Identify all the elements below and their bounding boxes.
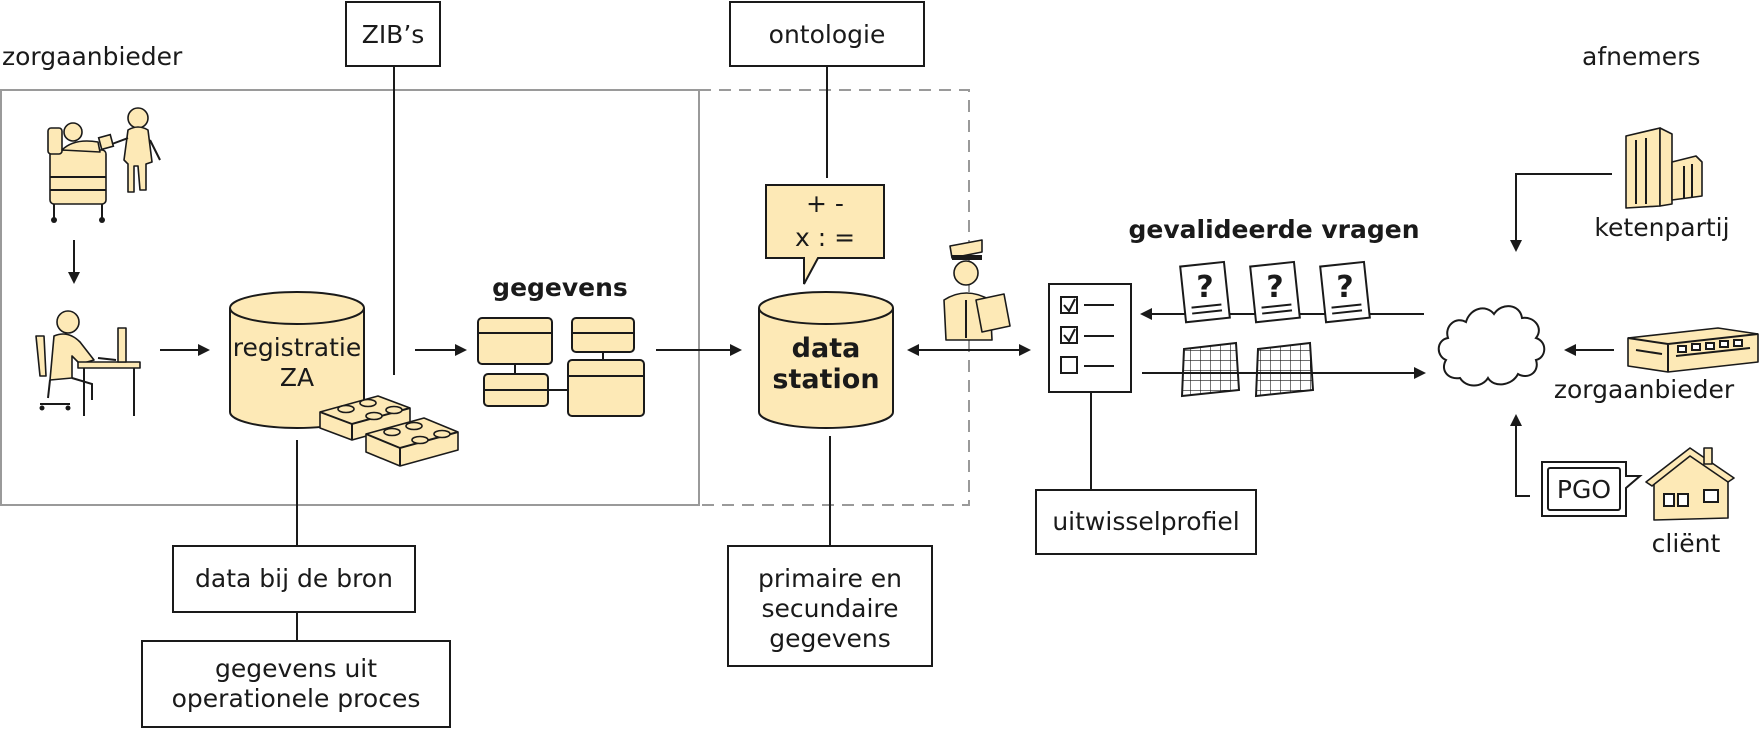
ontologie-box: [729, 1, 925, 67]
patient-bed-icon: [47, 122, 107, 223]
data-station-label-2: station: [772, 364, 879, 395]
gegevens-tables: [477, 317, 645, 417]
client-arrow: [1510, 414, 1530, 497]
office-worker-icon: [35, 310, 141, 416]
gegevens-label: gegevens: [769, 624, 891, 653]
police-officer-icon: [943, 239, 1011, 341]
afnemers-label: afnemers: [1582, 42, 1700, 71]
question-mark-3: ?: [1336, 270, 1353, 305]
primaire-label: primaire en: [758, 564, 902, 593]
gegevens-uit-proces-box: [141, 640, 451, 728]
data-station-frame: [698, 89, 970, 506]
data-station-database: [758, 291, 894, 429]
za-label: ZA: [280, 363, 314, 392]
data-bij-de-bron-label: data bij de bron: [195, 564, 393, 593]
calc-line-1: + -: [806, 189, 844, 218]
gegevens-title: gegevens: [492, 273, 628, 302]
data-station-label-1: data: [792, 333, 861, 364]
uitwisselprofiel-box: [1035, 489, 1257, 555]
question-mark-1: ?: [1196, 270, 1213, 305]
zorgaanbieder-right-label: zorgaanbieder: [1554, 375, 1735, 404]
pgo-bubble: [1541, 461, 1643, 517]
lego-brick-icon: [365, 417, 459, 467]
question-document-icon: [1319, 260, 1371, 324]
zorgaanbieder-left-label: zorgaanbieder: [2, 42, 183, 71]
zibs-label: ZIB’s: [362, 20, 425, 49]
secundaire-label: secundaire: [761, 594, 898, 623]
data-grid-icon: [1254, 341, 1315, 398]
uitwisselprofiel-label: uitwisselprofiel: [1052, 507, 1239, 536]
office-building-icon: [1625, 127, 1703, 209]
pgo-label: PGO: [1557, 475, 1611, 504]
client-label: cliënt: [1652, 529, 1721, 558]
registratie-za-database: [229, 291, 365, 429]
primaire-gegevens-box: [727, 545, 933, 667]
question-document-icon: [1179, 260, 1231, 324]
ketenpartij-arrow: [1510, 173, 1612, 252]
ontologie-label: ontologie: [769, 20, 886, 49]
question-document-icon: [1249, 260, 1301, 324]
checklist-icon: [1048, 283, 1132, 393]
nurse-icon: [97, 107, 161, 193]
data-bij-de-bron-box: [172, 545, 416, 613]
hospital-building-icon: [1627, 327, 1759, 373]
gevalideerde-vragen-title: gevalideerde vragen: [1129, 215, 1420, 244]
ketenpartij-label: ketenpartij: [1594, 213, 1729, 242]
gegevens-uit-label: gegevens uit: [215, 654, 377, 683]
question-mark-2: ?: [1266, 270, 1283, 305]
operationele-proces-label: operationele proces: [172, 684, 421, 713]
cloud-icon: [1437, 305, 1546, 387]
calculation-bubble: [765, 184, 885, 285]
zibs-box: [345, 1, 441, 67]
calc-line-2: x : =: [795, 223, 855, 252]
house-icon: [1645, 447, 1735, 521]
registratie-label: registratie: [233, 333, 361, 362]
data-grid-icon: [1180, 341, 1241, 398]
